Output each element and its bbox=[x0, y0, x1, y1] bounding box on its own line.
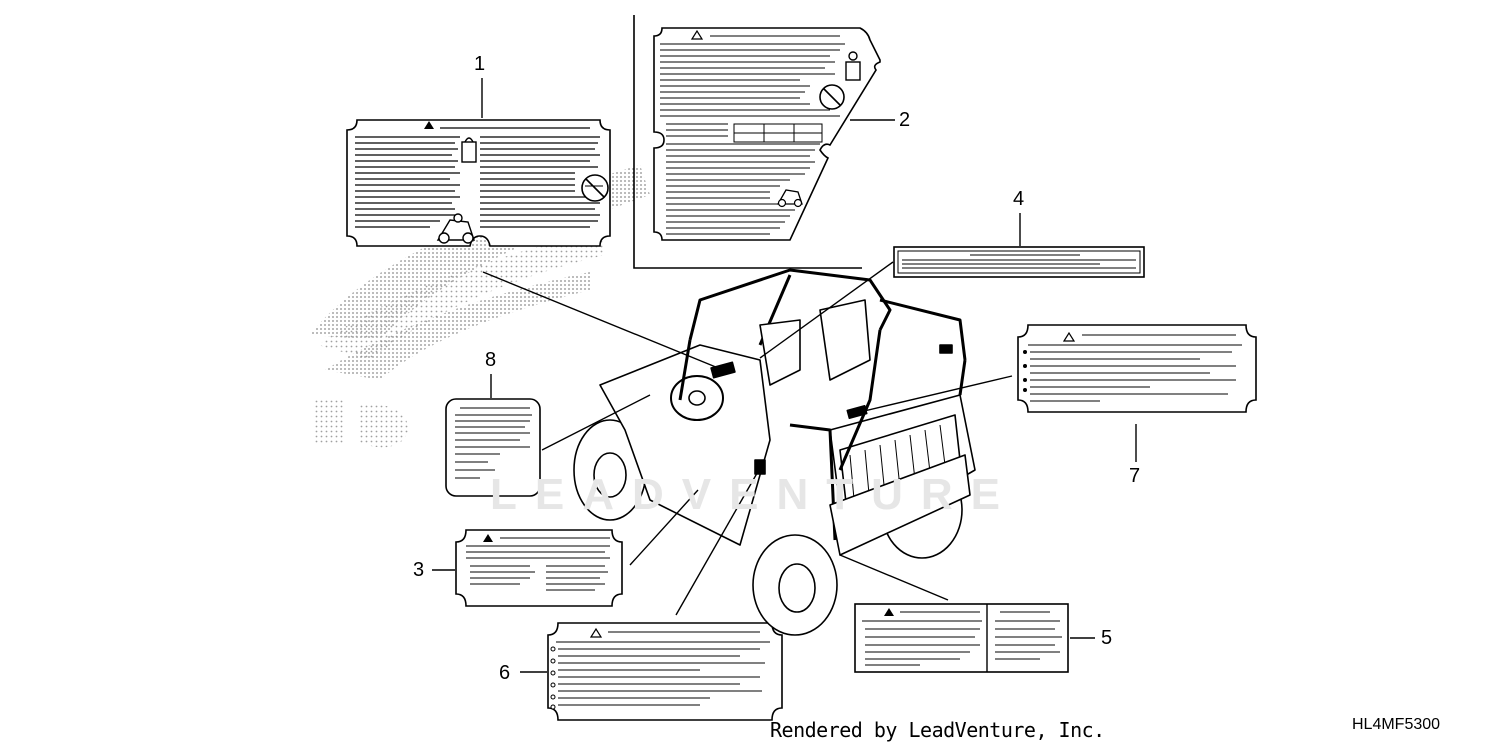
rendered-by-credit: Rendered by LeadVenture, Inc. bbox=[770, 718, 1105, 742]
label-2-frame bbox=[633, 15, 862, 269]
callout-7: 7 bbox=[1129, 465, 1141, 487]
label-8-decal bbox=[445, 398, 541, 497]
diagram-code: HL4MF5300 bbox=[1352, 716, 1441, 733]
prohibition-icon bbox=[581, 174, 609, 202]
label-4-decal bbox=[893, 246, 1145, 278]
callout-3: 3 bbox=[413, 559, 425, 581]
callout-8: 8 bbox=[485, 349, 497, 371]
callout-6: 6 bbox=[499, 662, 511, 684]
rider-vehicle-icon bbox=[776, 189, 803, 208]
spec-table bbox=[733, 123, 823, 143]
seatbelt-icon bbox=[461, 137, 477, 163]
label-7-decal bbox=[1017, 324, 1257, 413]
prohibition-icon bbox=[819, 84, 845, 110]
callout-5: 5 bbox=[1101, 627, 1113, 649]
watermark: LEADVENTURE bbox=[490, 470, 1019, 519]
callout-4: 4 bbox=[1013, 188, 1025, 210]
leader-lines bbox=[432, 78, 1137, 673]
label-1-warning-decal bbox=[346, 119, 611, 247]
utv-vehicle-illustration bbox=[573, 268, 976, 636]
label-6-decal bbox=[547, 622, 783, 721]
extinguisher-icon bbox=[845, 51, 861, 81]
label-2-warning-decal bbox=[653, 27, 881, 241]
callout-2: 2 bbox=[899, 109, 911, 131]
label-5-decal bbox=[854, 603, 1069, 673]
rider-vehicle-icon bbox=[436, 213, 475, 244]
callout-1: 1 bbox=[474, 53, 486, 75]
label-3-decal bbox=[455, 529, 623, 607]
